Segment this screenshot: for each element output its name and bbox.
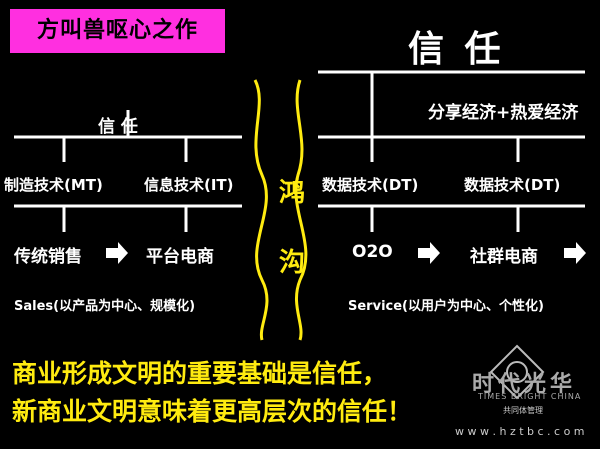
- left-channel-traditional: 传统销售: [14, 247, 82, 267]
- logo-community: 共同体管理: [503, 406, 543, 415]
- left-tech-it: 信息技术(IT): [144, 176, 234, 194]
- left-tech-mt: 制造技术(MT): [4, 176, 103, 194]
- right-header: 信 任: [408, 29, 505, 70]
- left-channel-platform: 平台电商: [146, 247, 214, 267]
- arrow-right-icon: [418, 242, 440, 264]
- left-note: Sales(以产品为中心、规模化): [14, 299, 196, 314]
- chasm-char-2: 沟: [278, 248, 305, 278]
- page-title: 方叫兽呕心之作: [36, 18, 198, 43]
- bottom-line-1: 商业形成文明的重要基础是信任，: [12, 359, 388, 388]
- logo-url: w w w . h z t b c . c o m: [455, 425, 585, 438]
- right-channel-o2o: O2O: [352, 242, 393, 262]
- logo-english: TIMES BRIGHT CHINA: [478, 392, 582, 401]
- title-box: 方叫兽呕心之作: [10, 9, 225, 53]
- chasm-char-1: 鸿: [278, 178, 305, 208]
- right-tech-dt1: 数据技术(DT): [322, 176, 419, 194]
- right-sub: 分享经济+热爱经济: [428, 103, 579, 123]
- chasm-right-line: [294, 79, 308, 341]
- right-channel-community: 社群电商: [470, 247, 538, 267]
- bottom-line-2: 新商业文明意味着更高层次的信任！: [12, 397, 413, 426]
- left-header: 信 任: [98, 117, 138, 137]
- right-tech-dt2: 数据技术(DT): [464, 176, 561, 194]
- logo-name: 时代光华: [472, 372, 577, 397]
- arrow-end-icon: [564, 242, 586, 264]
- chasm-left-line: [253, 79, 269, 341]
- right-note: Service(以用户为中心、个性化): [348, 299, 544, 314]
- logo-mark-icon: [489, 344, 545, 400]
- arrow-left-icon: [106, 242, 128, 264]
